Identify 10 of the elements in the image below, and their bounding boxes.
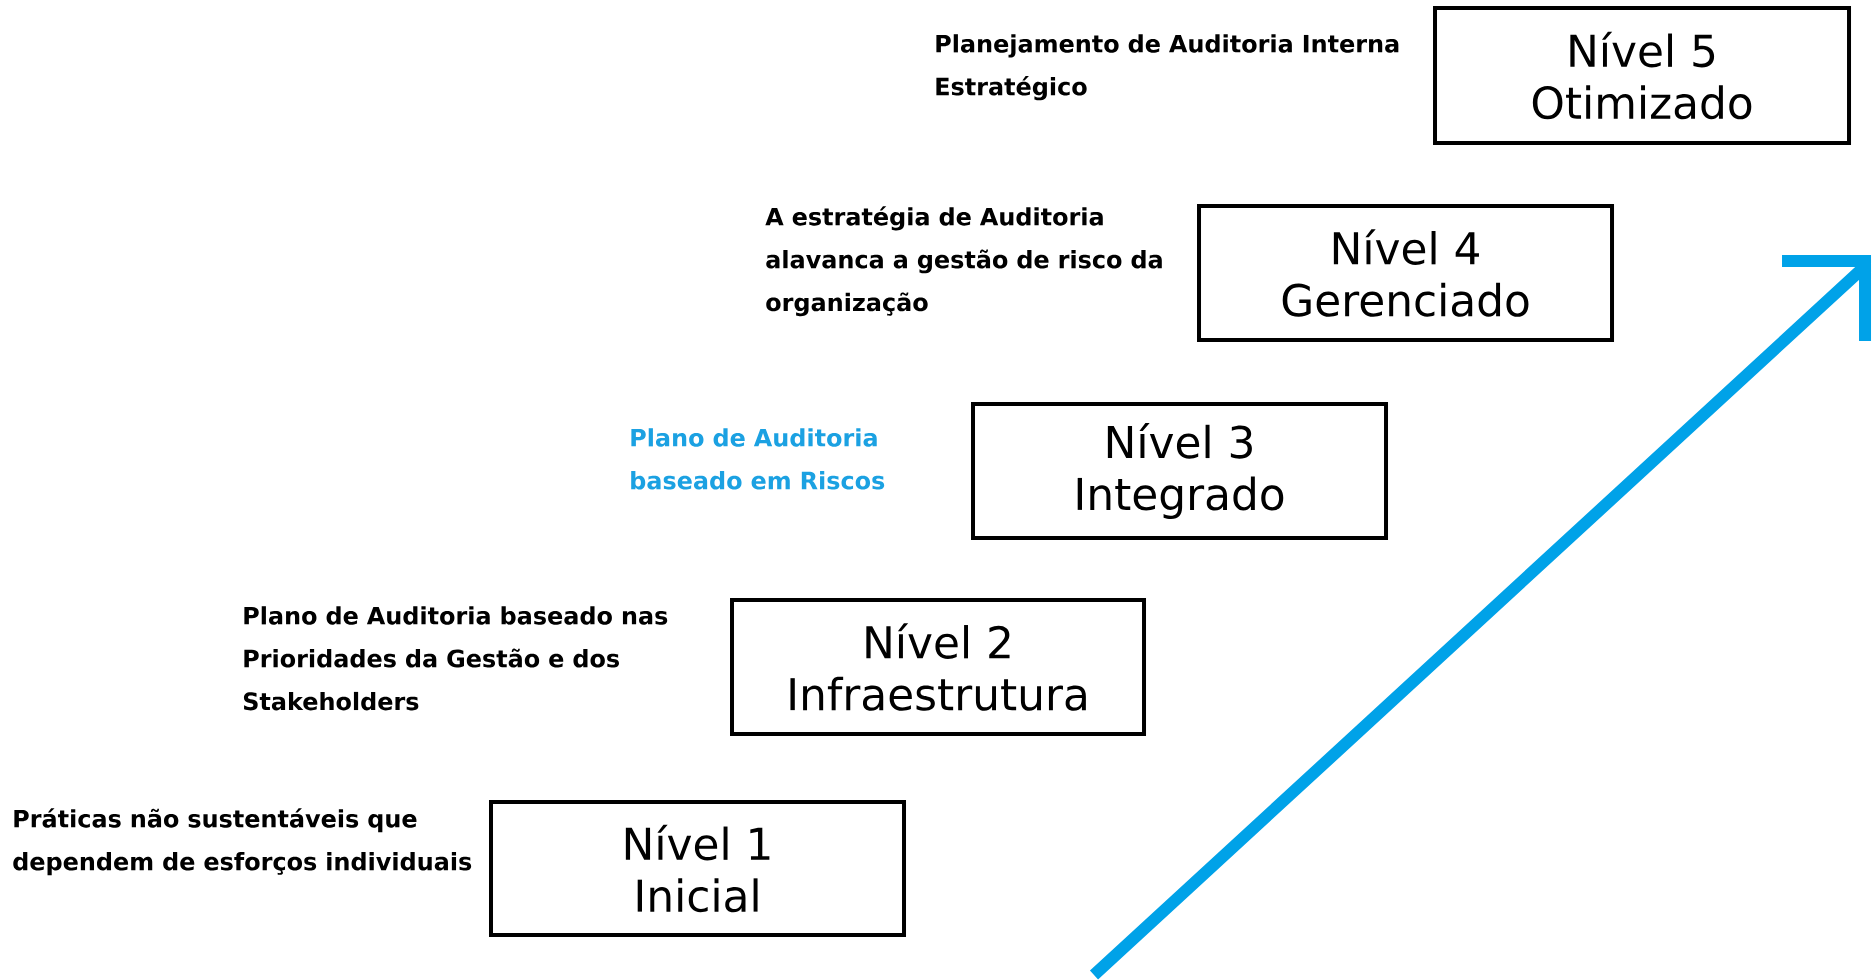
description-text: Plano de Auditoria baseado em Riscos — [631, 428, 885, 490]
description-text: Práticas não sustentáveis que dependem de esforços individuais — [13, 808, 472, 876]
level-box: Nível 1 Inicial — [489, 800, 906, 937]
level-box: Nível 3 Integrado — [971, 402, 1388, 540]
description-text: Plano de Auditoria baseado nas Prioridades da Gestão e dos Stakeholders — [243, 606, 668, 711]
level-box: Nível 4 Gerenciado — [1197, 204, 1614, 342]
level-box: Nível 5 Otimizado — [1433, 6, 1851, 145]
description-text: Planejamento de Auditoria Interna Estratégico — [936, 34, 1399, 101]
level-box: Nível 2 Infraestrutura — [730, 598, 1146, 736]
description-text: A estratégia de Auditoria alavanca a gestão de risco da organização — [765, 206, 1162, 317]
